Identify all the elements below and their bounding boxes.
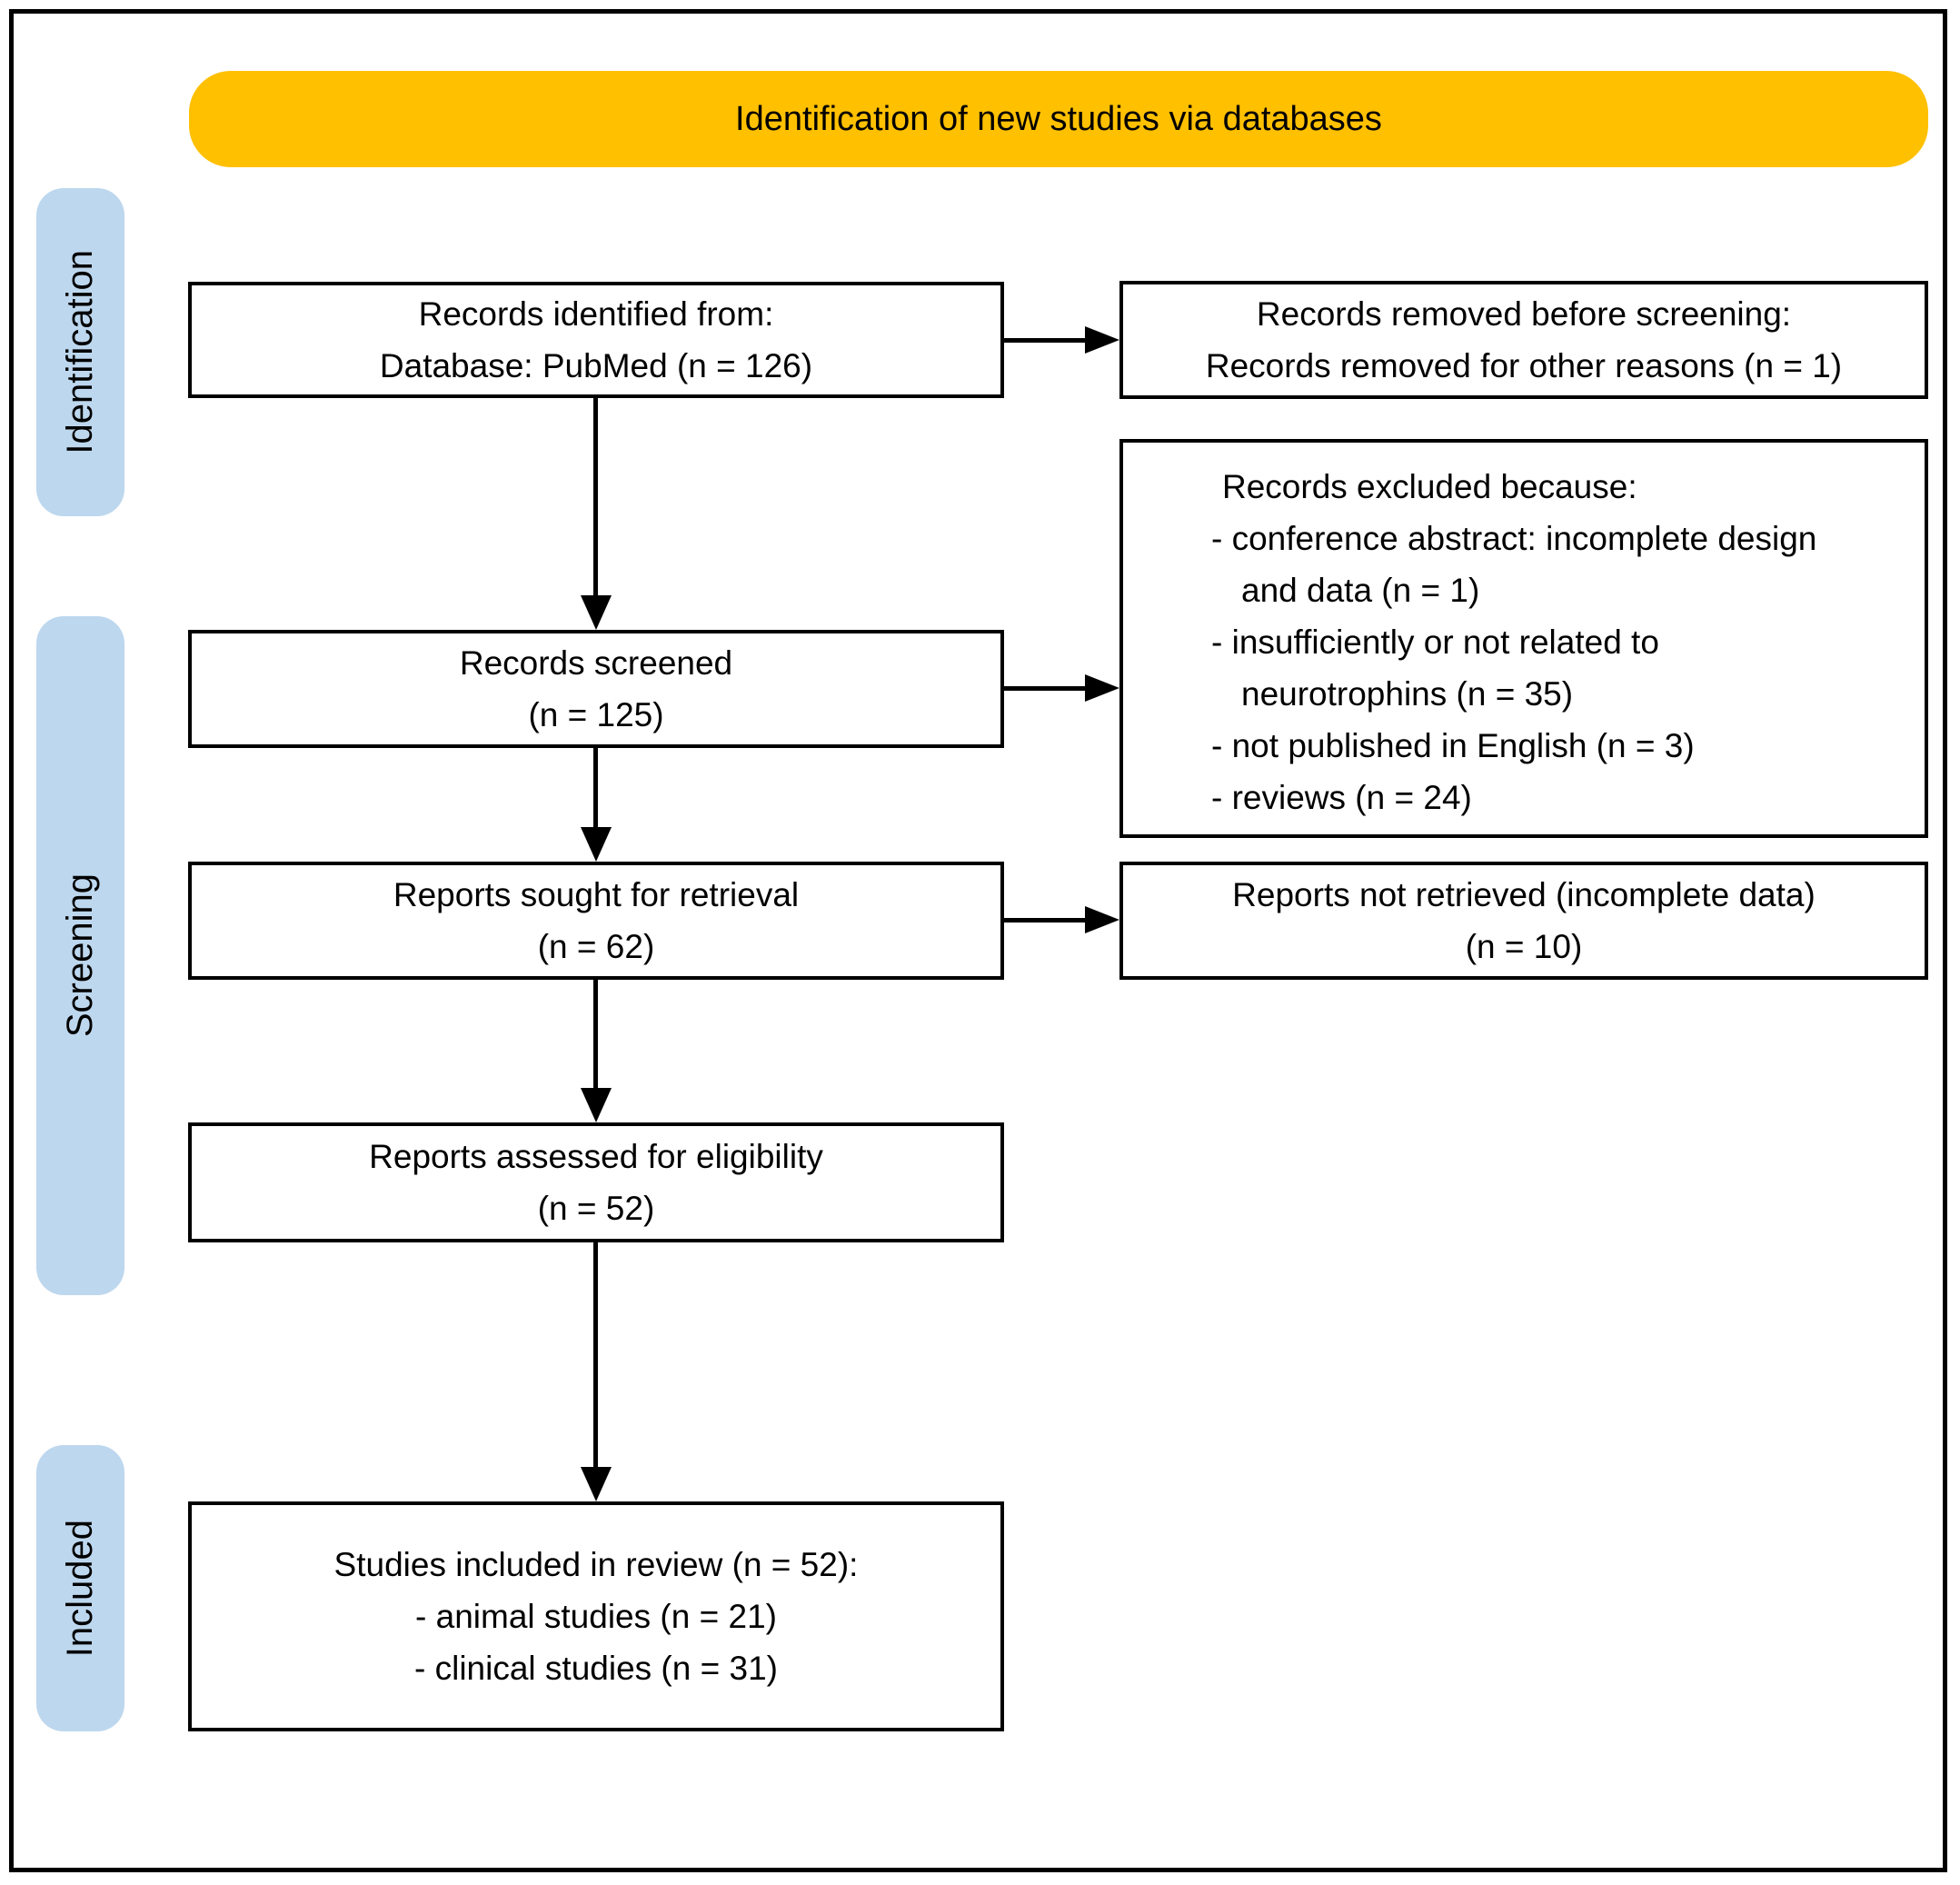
box-records-removed: Records removed before screening: Record…: [1119, 281, 1928, 399]
box-text-line: (n = 62): [537, 928, 655, 965]
stage-band-screening: Screening: [36, 616, 124, 1295]
box-text-line: Reports sought for retrieval: [393, 876, 800, 913]
stage-label-included: Included: [60, 1519, 100, 1658]
arrow-down-icon: [581, 1467, 612, 1501]
box-text-line: Reports not retrieved (incomplete data): [1232, 876, 1816, 913]
box-text-line: Records identified from:: [418, 295, 774, 333]
box-reports-not-retrieved: Reports not retrieved (incomplete data) …: [1119, 862, 1928, 980]
excluded-reason-item: - not published in English (n = 3): [1211, 727, 1695, 764]
arrow-down-icon: [581, 827, 612, 862]
arrow-right-icon: [1085, 326, 1119, 354]
box-text-line: Database: PubMed (n = 126): [379, 347, 813, 384]
box-text-line: - animal studies (n = 21): [415, 1598, 777, 1635]
arrow-assessed-to-included: [593, 1242, 598, 1469]
diagram-title: Identification of new studies via databa…: [735, 99, 1382, 138]
box-text-line: Studies included in review (n = 52):: [333, 1546, 859, 1583]
box-text-line: Reports assessed for eligibility: [369, 1138, 823, 1175]
arrow-identified-to-removed: [1004, 338, 1087, 343]
stage-label-screening: Screening: [60, 873, 100, 1038]
box-records-excluded: Records excluded because: - conference a…: [1119, 439, 1928, 838]
arrow-right-icon: [1085, 674, 1119, 702]
box-reports-sought: Reports sought for retrieval (n = 62): [188, 862, 1004, 980]
box-text-line: - clinical studies (n = 31): [414, 1650, 778, 1687]
stage-label-identification: Identification: [60, 250, 100, 454]
arrow-down-icon: [581, 1088, 612, 1122]
arrow-sought-to-not-retrieved: [1004, 918, 1087, 923]
box-text-line: Records excluded because:: [1222, 468, 1637, 505]
box-text-line: Records removed for other reasons (n = 1…: [1205, 347, 1843, 384]
excluded-reason-item: - conference abstract: incomplete design…: [1211, 520, 1817, 609]
box-records-identified: Records identified from: Database: PubMe…: [188, 282, 1004, 398]
box-text-line: (n = 52): [537, 1190, 655, 1227]
excluded-reason-item: - insufficiently or not related to neuro…: [1211, 623, 1659, 713]
arrow-screened-to-sought: [593, 748, 598, 829]
stage-band-identification: Identification: [36, 188, 124, 516]
box-text-line: (n = 125): [528, 696, 664, 733]
arrow-screened-to-excluded: [1004, 686, 1087, 691]
box-text-line: Records screened: [459, 644, 733, 682]
box-text-line: Records removed before screening:: [1256, 295, 1792, 333]
arrow-down-icon: [581, 595, 612, 630]
stage-band-included: Included: [36, 1445, 124, 1731]
box-text-line: (n = 10): [1465, 928, 1583, 965]
arrow-sought-to-assessed: [593, 980, 598, 1090]
title-banner: Identification of new studies via databa…: [189, 71, 1928, 167]
outer-frame: [9, 9, 1947, 1872]
arrow-identified-to-screened: [593, 398, 598, 597]
box-records-screened: Records screened (n = 125): [188, 630, 1004, 748]
arrow-right-icon: [1085, 906, 1119, 933]
box-reports-assessed: Reports assessed for eligibility (n = 52…: [188, 1122, 1004, 1242]
excluded-reason-item: - reviews (n = 24): [1211, 779, 1472, 816]
box-studies-included: Studies included in review (n = 52): - a…: [188, 1501, 1004, 1731]
